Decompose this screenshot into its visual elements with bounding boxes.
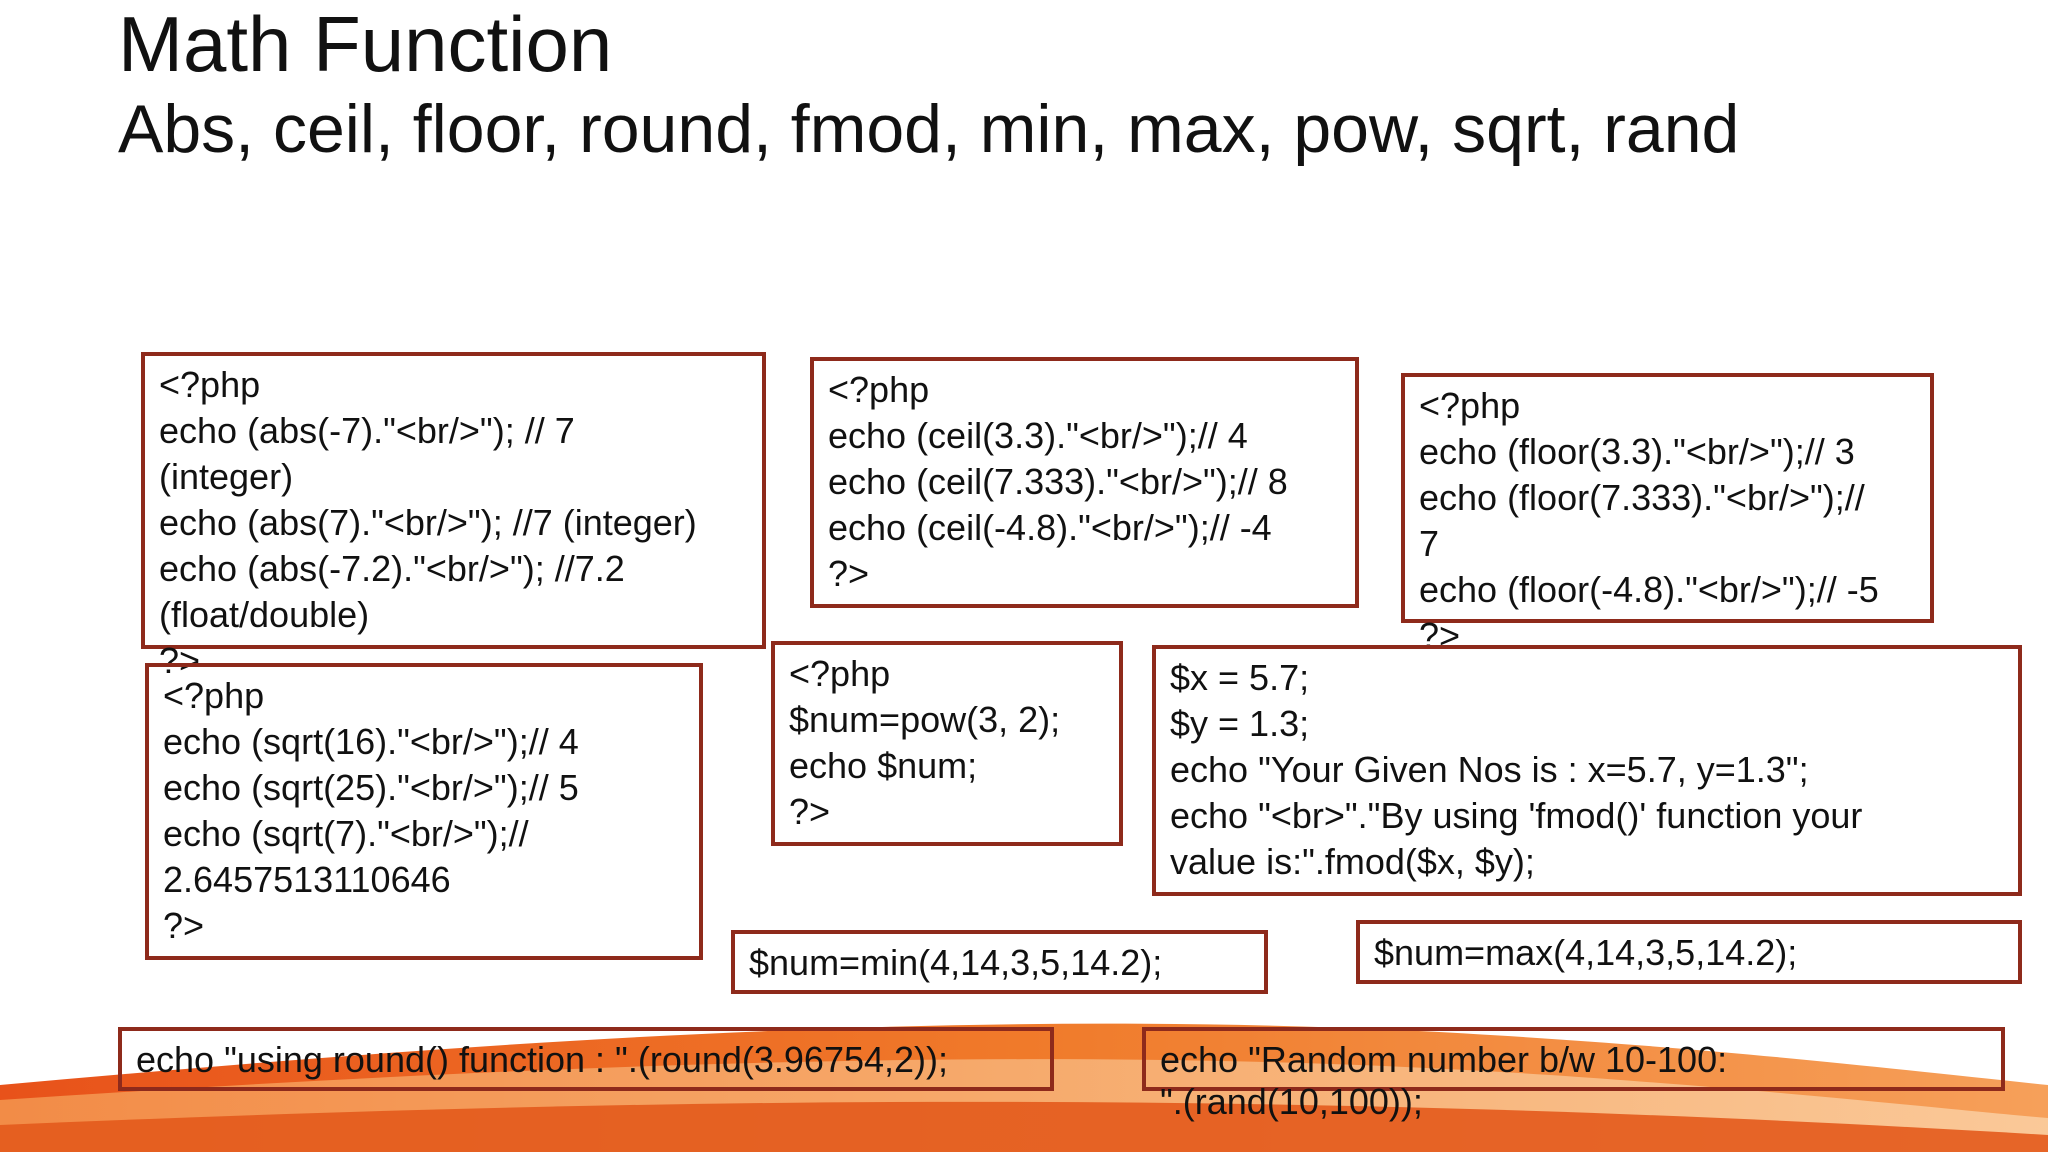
code-line: echo $num; (789, 745, 978, 786)
abs-code-box: <?php echo (abs(-7)."<br/>"); // 7 (inte… (141, 352, 766, 681)
code-line: echo (abs(-7)."<br/>"); // 7 (159, 410, 575, 451)
code-line: <?php (163, 675, 265, 716)
min-code-box: $num=min(4,14,3,5,14.2); (731, 930, 1268, 994)
code-line: echo (floor(-4.8)."<br/>");// -5 (1419, 569, 1879, 610)
round-code-box: echo "using round() function : ".(round(… (118, 1027, 1054, 1091)
code-line: $num=max(4,14,3,5,14.2); (1374, 932, 1798, 973)
code-line: echo (sqrt(16)."<br/>");// 4 (163, 721, 579, 762)
code-line: $num=pow(3, 2); (789, 699, 1061, 740)
sqrt-code-box: <?php echo (sqrt(16)."<br/>");// 4 echo … (145, 663, 703, 960)
code-line: <?php (1419, 385, 1521, 426)
floor-code-box: <?php echo (floor(3.3)."<br/>");// 3 ech… (1401, 373, 1934, 656)
code-line: ?> (163, 905, 205, 946)
code-line: 7 (1419, 523, 1440, 564)
code-line: echo (ceil(7.333)."<br/>");// 8 (828, 461, 1288, 502)
code-line: ?> (159, 640, 201, 681)
code-line: echo "using round() function : ".(round(… (136, 1039, 949, 1080)
ceil-code-box: <?php echo (ceil(3.3)."<br/>");// 4 echo… (810, 357, 1359, 608)
slide-subtitle: Abs, ceil, floor, round, fmod, min, max,… (118, 91, 1740, 167)
code-line: echo (ceil(-4.8)."<br/>");// -4 (828, 507, 1272, 548)
code-line: echo (floor(3.3)."<br/>");// 3 (1419, 431, 1855, 472)
code-line: $num=min(4,14,3,5,14.2); (749, 942, 1163, 983)
max-code-box: $num=max(4,14,3,5,14.2); (1356, 920, 2022, 984)
code-line: echo "<br>"."By using 'fmod()' function … (1170, 795, 1863, 836)
code-line: ".(rand(10,100)); (1160, 1081, 1423, 1122)
code-line: $x = 5.7; (1170, 657, 1310, 698)
code-line: (float/double) (159, 594, 370, 635)
code-line: ?> (828, 553, 870, 594)
rand-code-box: echo "Random number b/w 10-100: ".(rand(… (1142, 1027, 2005, 1122)
code-line: <?php (789, 653, 891, 694)
code-line: echo "Your Given Nos is : x=5.7, y=1.3"; (1170, 749, 1809, 790)
code-line: echo (sqrt(25)."<br/>");// 5 (163, 767, 579, 808)
code-line: ?> (1419, 615, 1461, 656)
code-line: echo (abs(-7.2)."<br/>"); //7.2 (159, 548, 625, 589)
pow-code-box: <?php $num=pow(3, 2); echo $num; ?> (771, 641, 1123, 846)
fmod-code-box: $x = 5.7; $y = 1.3; echo "Your Given Nos… (1152, 645, 2022, 896)
code-line: (integer) (159, 456, 294, 497)
slide-title: Math Function (118, 0, 613, 88)
code-line: echo (ceil(3.3)."<br/>");// 4 (828, 415, 1248, 456)
code-line: 2.6457513110646 (163, 859, 451, 900)
code-line: ?> (789, 791, 831, 832)
code-line: echo (sqrt(7)."<br/>");// (163, 813, 529, 854)
code-line: echo (floor(7.333)."<br/>");// (1419, 477, 1865, 518)
code-line: <?php (828, 369, 930, 410)
code-line: value is:".fmod($x, $y); (1170, 841, 1535, 882)
code-line: echo (abs(7)."<br/>"); //7 (integer) (159, 502, 697, 543)
code-line: $y = 1.3; (1170, 703, 1310, 744)
code-line: echo "Random number b/w 10-100: (1160, 1039, 1728, 1080)
code-line: <?php (159, 364, 261, 405)
